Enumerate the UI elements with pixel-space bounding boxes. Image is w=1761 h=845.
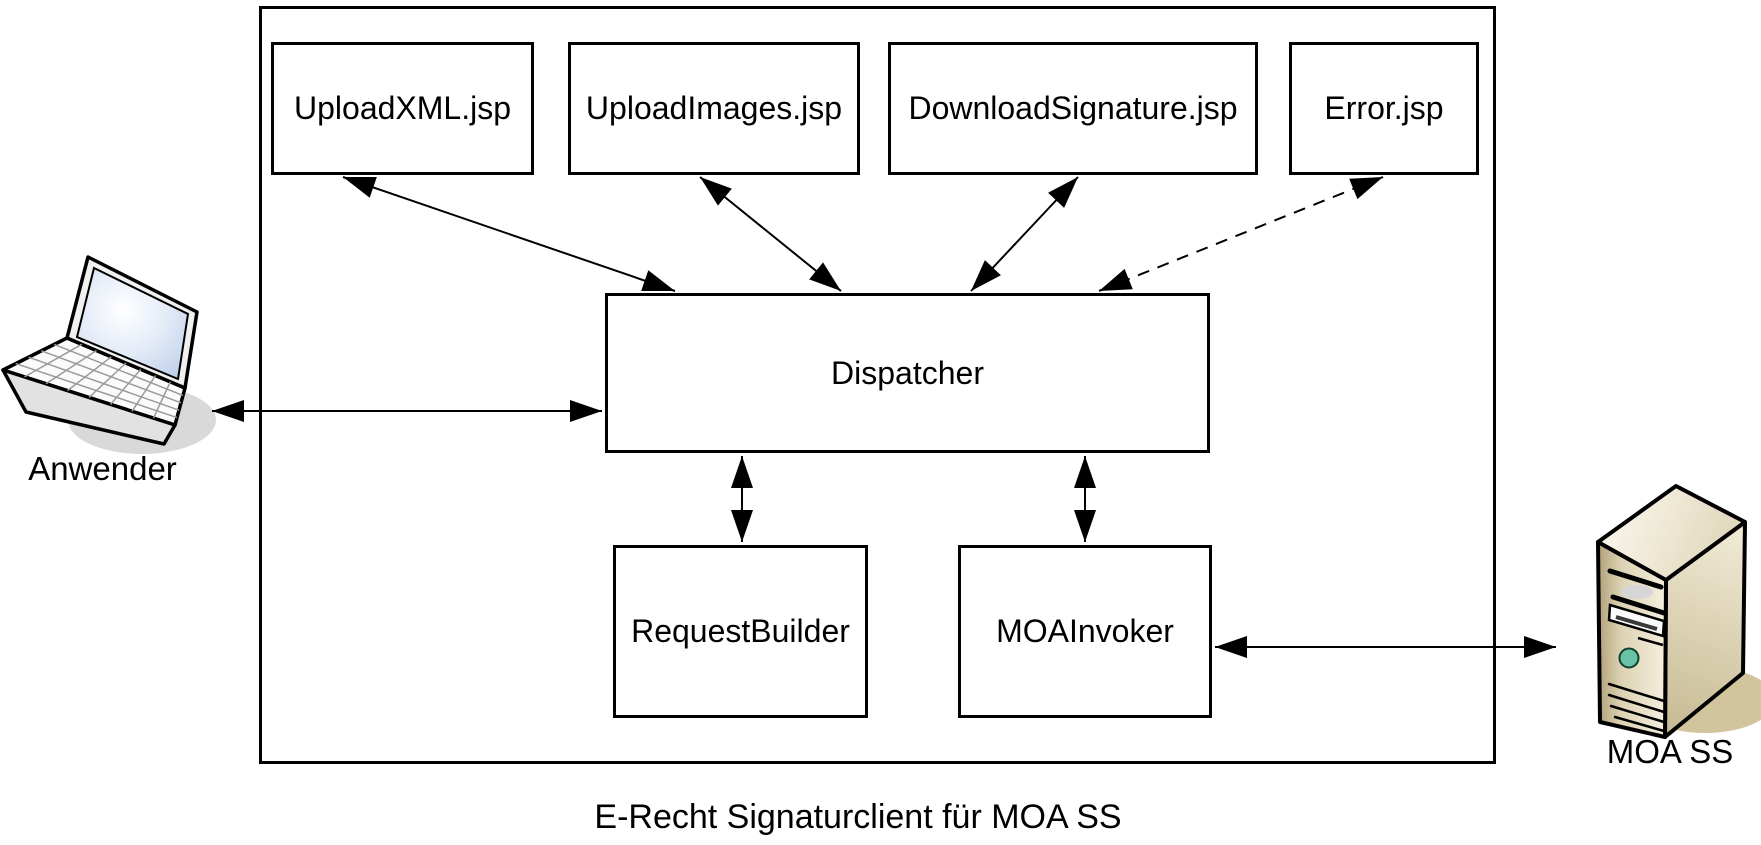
node-dispatcher: Dispatcher [605, 293, 1210, 453]
node-moainvoker-label: MOAInvoker [996, 613, 1174, 649]
node-requestbuilder-label: RequestBuilder [631, 613, 850, 649]
server-drive-button [1621, 585, 1653, 599]
laptop-base-edge [1, 368, 177, 446]
laptop-icon [1, 255, 216, 454]
node-uploadxml-jsp: UploadXML.jsp [271, 42, 534, 175]
node-error-jsp: Error.jsp [1289, 42, 1479, 175]
server-vents [1607, 682, 1666, 733]
actor-label-moa-ss: MOA SS [1606, 733, 1734, 770]
actor-label-anwender: Anwender [28, 450, 177, 487]
system-boundary-box [259, 6, 1496, 764]
server-power-button [1618, 647, 1640, 669]
server-tower-icon [1596, 484, 1761, 739]
node-uploadimages-jsp: UploadImages.jsp [568, 42, 860, 175]
laptop-screen [75, 266, 190, 381]
node-downloadsignature-jsp: DownloadSignature.jsp [888, 42, 1258, 175]
diagram-caption: E-Recht Signaturclient für MOA SS [594, 798, 1122, 836]
node-uploadxml-jsp-label: UploadXML.jsp [294, 90, 511, 126]
node-uploadimages-jsp-label: UploadImages.jsp [585, 90, 843, 126]
laptop-keys [15, 343, 184, 419]
node-dispatcher-label: Dispatcher [831, 354, 984, 391]
node-error-jsp-label: Error.jsp [1324, 90, 1444, 126]
node-requestbuilder: RequestBuilder [613, 545, 868, 718]
node-moainvoker: MOAInvoker [958, 545, 1212, 718]
server-top-face [1596, 484, 1747, 582]
node-downloadsignature-jsp-label: DownloadSignature.jsp [908, 90, 1238, 126]
server-front-details [1607, 568, 1667, 733]
